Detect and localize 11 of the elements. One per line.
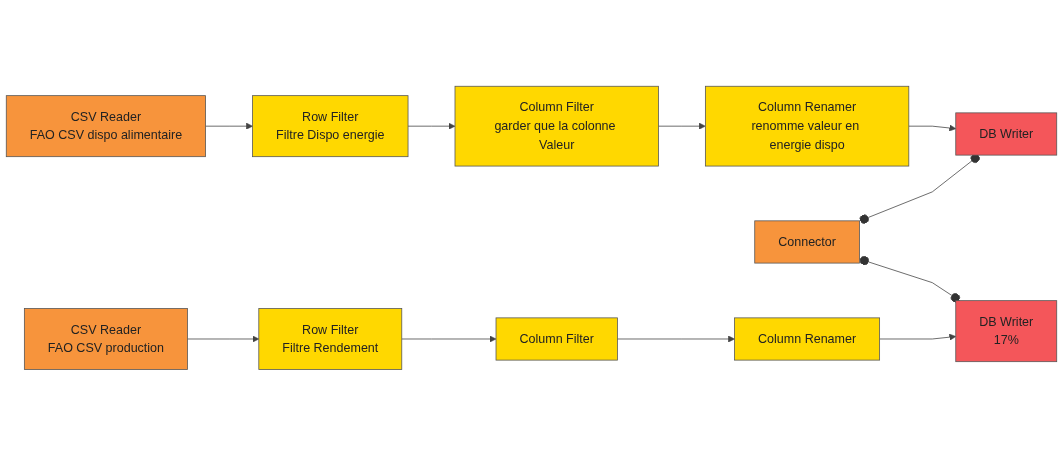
node-box: Column Filter bbox=[495, 317, 618, 361]
node-box: CSV Reader FAO CSV production bbox=[23, 308, 188, 370]
node-box: Row Filter Filtre Rendement bbox=[258, 308, 403, 370]
node-box: CSV Reader FAO CSV dispo alimentaire bbox=[5, 95, 206, 158]
node-box: DB Writer 17% bbox=[955, 300, 1058, 363]
node-box: Connector bbox=[754, 220, 860, 264]
node-box: Row Filter Filtre Dispo energie bbox=[252, 95, 409, 158]
node-box: Column Filter garder que la colonne Valeur bbox=[454, 86, 659, 167]
node-box: Column Renamer renomme valeur en energie dispo bbox=[705, 86, 910, 167]
node-box: DB Writer bbox=[955, 112, 1058, 156]
node-box: Column Renamer bbox=[734, 317, 880, 361]
